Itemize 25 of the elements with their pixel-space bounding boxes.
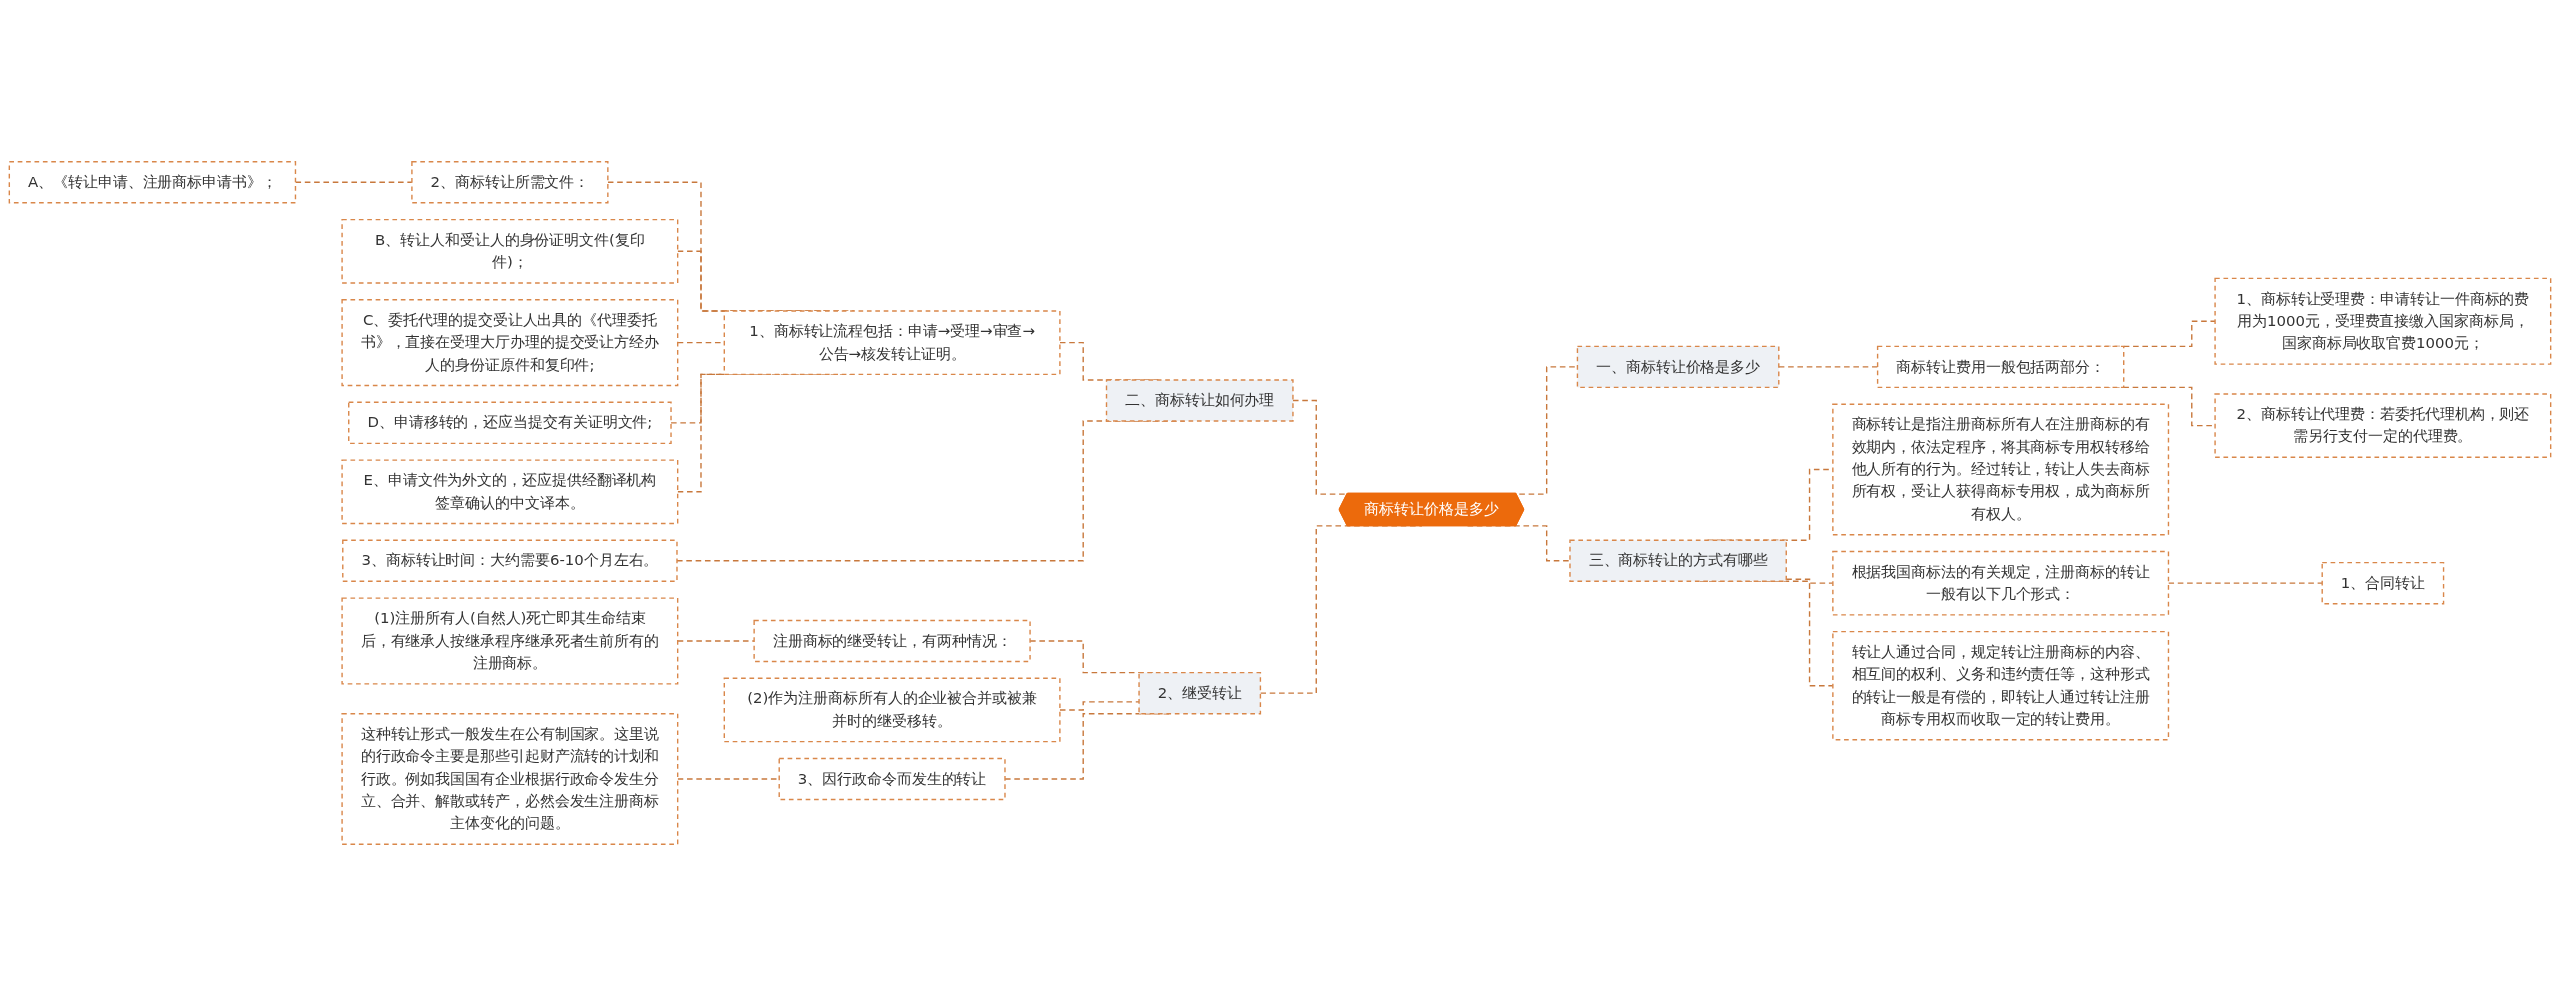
node-box: 注册商标的继受转让，有两种情况：: [753, 619, 1031, 663]
connector: [1059, 701, 1140, 711]
node-box: 这种转让形式一般发生在公有制国家。这里说的行政命令主要是那些引起财产流转的计划和行政。例如我国国有企业根据行政命令发生分立、合并、解散或转产，必然会发生注册商标主体变化的问题。: [341, 712, 679, 845]
node-box: C、委托代理的提交受让人出具的《代理委托书》，直接在受理大厅办理的提交受让方经办人的身份证原件和复印件;: [341, 299, 679, 387]
node-box: 2、继受转让: [1138, 671, 1262, 715]
node-box: 1、合同转让: [2321, 561, 2445, 605]
node-box: (2)作为注册商标所有人的企业被合并或被兼并时的继受移转。: [723, 677, 1061, 743]
node-box: 商标转让是指注册商标所有人在注册商标的有效期内，依法定程序，将其商标专用权转移给他人所有的行为。经过转让，转让人失去商标所有权，受让人获得商标专用权，成为商标所有权人。: [1832, 403, 2170, 536]
node-box: D、申请移转的，还应当提交有关证明文件;: [348, 401, 672, 445]
node-box: 3、因行政命令而发生的转让: [778, 757, 1006, 801]
node-box: 2、商标转让代理费：若委托代理机构，则还需另行支付一定的代理费。: [2214, 393, 2552, 458]
node-box: (1)注册所有人(自然人)死亡即其生命结束后，有继承人按继承程序继承死者生前所有的注册商标。: [341, 597, 679, 685]
node-box: 商标转让费用一般包括两部分：: [1876, 345, 2125, 389]
node-box: 一、商标转让价格是多少: [1576, 345, 1780, 389]
node-box: 3、商标转让时间：大约需要6-10个月左右。: [342, 539, 678, 582]
node-box: 三、商标转让的方式有哪些: [1569, 539, 1787, 582]
node-box: 1、商标转让流程包括：申请→受理→审查→公告→核发转让证明。: [723, 310, 1061, 376]
node-box: 2、商标转让所需文件：: [411, 161, 609, 204]
node-box: 转让人通过合同，规定转让注册商标的内容、相互间的权利、义务和违约责任等，这种形式的转让一般是有偿的，即转让人通过转让注册商标专用权而收取一定的转让费用。: [1832, 630, 2170, 741]
node-box: 根据我国商标法的有关规定，注册商标的转让一般有以下几个形式：: [1832, 550, 2170, 616]
node-box: 二、商标转让如何办理: [1105, 379, 1294, 422]
node-box: 1、商标转让受理费：申请转让一件商标的费用为1000元，受理费直接缴入国家商标局，国家商标局收取官费1000元；: [2214, 277, 2552, 365]
node-box: B、转让人和受让人的身份证明文件(复印件)；: [341, 218, 679, 284]
node-box: E、申请文件为外文的，还应提供经翻译机构签章确认的中文译本。: [341, 459, 679, 525]
node-box: A、《转让申请、注册商标申请书》；: [8, 161, 297, 204]
